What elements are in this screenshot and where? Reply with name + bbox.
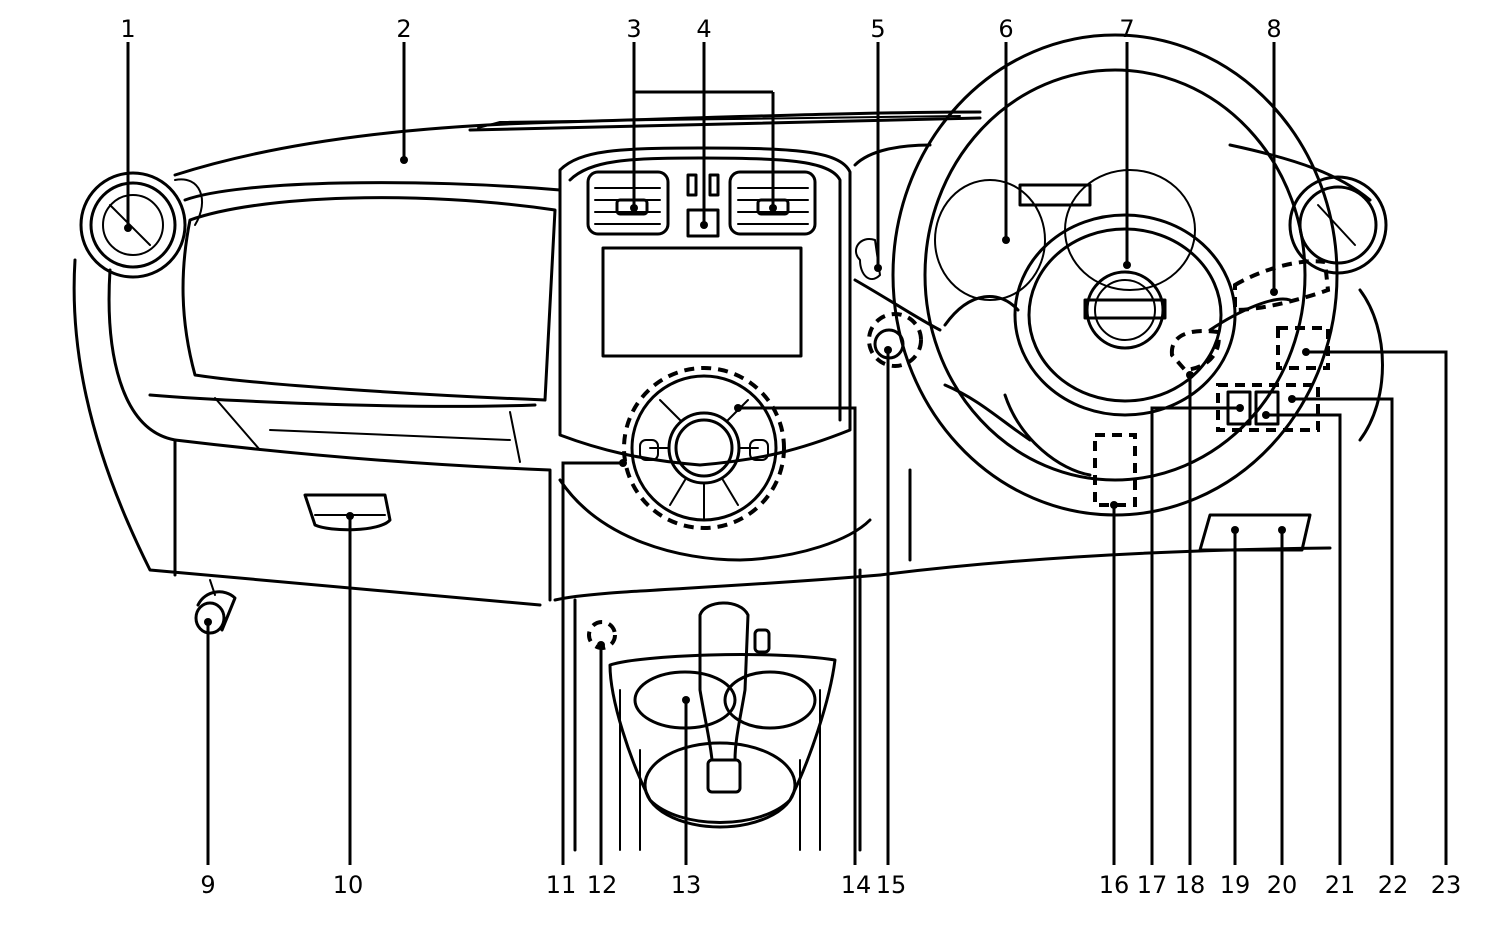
callout-1: 1 [120,15,135,43]
callout-3: 3 [626,15,641,43]
callout-22: 22 [1378,871,1409,899]
callout-6: 6 [998,15,1013,43]
callout-12: 12 [587,871,618,899]
steering-wheel [891,33,1339,517]
callout-7: 7 [1119,15,1134,43]
callout-13: 13 [671,871,702,899]
callout-15: 15 [876,871,907,899]
nissan-emblem [1083,270,1167,350]
control-regions [855,238,1331,552]
callout-9: 9 [200,871,215,899]
callout-20: 20 [1267,871,1298,899]
callout-17: 17 [1137,871,1168,899]
center-display [601,246,803,358]
hood-release-knob [194,579,237,635]
shift-lever [698,601,771,794]
dashboard-body [72,110,1384,607]
leader-dots [124,156,1310,704]
hvac-control-dial [622,366,786,530]
callout-21: 21 [1325,871,1356,899]
instrument-cluster [934,169,1196,301]
callout-18: 18 [1175,871,1206,899]
callout-23: 23 [1431,871,1462,899]
callout-labels: 1 2 3 4 5 6 7 8 9 10 11 12 13 14 15 16 1… [120,15,1461,899]
callout-8: 8 [1266,15,1281,43]
callout-2: 2 [396,15,411,43]
leader-lines [126,42,1448,865]
callout-19: 19 [1220,871,1251,899]
callout-10: 10 [333,871,364,899]
callout-4: 4 [696,15,711,43]
callout-5: 5 [870,15,885,43]
callout-16: 16 [1099,871,1130,899]
center-console [573,568,862,852]
callout-11: 11 [546,871,577,899]
glove-box-handle [303,493,392,532]
callout-14: 14 [841,871,872,899]
